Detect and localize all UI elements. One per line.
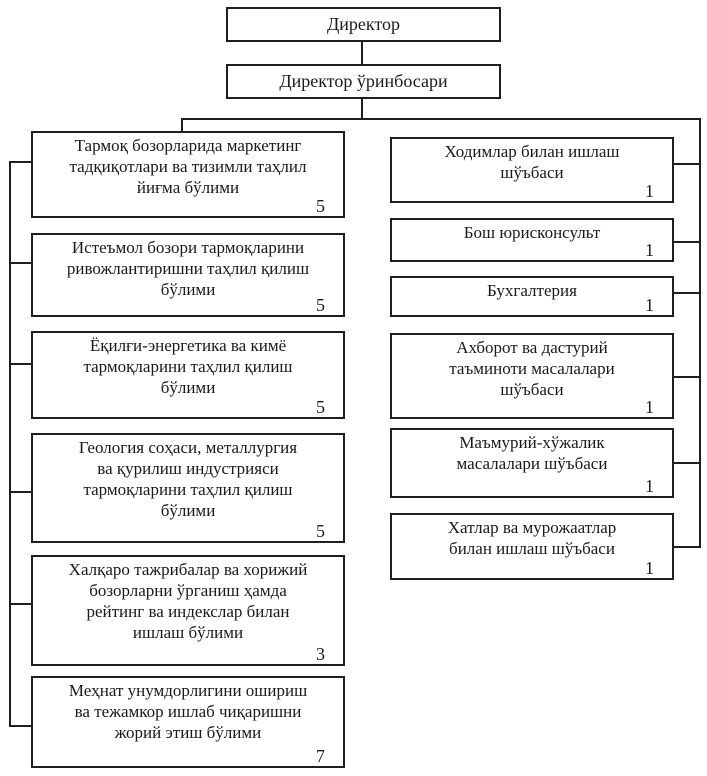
connector-deputy-branch [361, 99, 363, 119]
staff-count: 5 [316, 295, 325, 315]
node-deputy-director-label: Директор ўринбосари [279, 71, 448, 91]
staff-count: 1 [645, 240, 654, 260]
staff-count: 5 [316, 196, 325, 216]
node-label: Бош юрисконсульт [463, 223, 601, 242]
node-fuel-energy-dept: Ёқилғи-энергетика ва кимё тармоқларини т… [31, 331, 345, 419]
node-director: Директор [226, 7, 501, 42]
node-geology-metallurgy-dept: Геология соҳаси, металлургия ва қурилиш … [31, 433, 345, 543]
staff-count: 3 [316, 644, 325, 664]
staff-count: 1 [645, 558, 654, 578]
connector-stub [9, 491, 33, 493]
node-hr-unit: Ходимлар билан ишлаш шўъбаси 1 [390, 137, 674, 203]
connector-stub [673, 241, 701, 243]
connector-branch-horizontal [181, 118, 701, 120]
node-label: Тармоқ бозорларида маркетинг тадқиқотлар… [69, 136, 307, 197]
staff-count: 1 [645, 295, 654, 315]
node-label: Истеъмол бозори тармоқларини ривожлантир… [66, 238, 310, 299]
node-label: Ходимлар билан ишлаш шўъбаси [444, 142, 620, 182]
connector-stub [673, 376, 701, 378]
node-international-experience-dept: Халқаро тажрибалар ва хорижий бозорларни… [31, 555, 345, 666]
node-label: Маъмурий-хўжалик масалалари шўъбаси [456, 433, 608, 473]
node-chief-legal-counsel: Бош юрисконсульт 1 [390, 218, 674, 262]
connector-left-spine [9, 161, 11, 727]
node-label: Халқаро тажрибалар ва хорижий бозорларни… [68, 560, 308, 642]
connector-stub [9, 363, 33, 365]
node-labor-productivity-dept: Меҳнат унумдорлигини ошириш ва тежамкор … [31, 676, 345, 768]
node-correspondence-unit: Хатлар ва мурожаатлар билан ишлаш шўъбас… [390, 513, 674, 580]
node-it-software-unit: Ахборот ва дастурий таъминоти масалалари… [390, 333, 674, 419]
connector-stub [673, 292, 701, 294]
connector-stub [9, 603, 33, 605]
connector-stub [673, 163, 701, 165]
node-marketing-research-dept: Тармоқ бозорларида маркетинг тадқиқотлар… [31, 131, 345, 218]
staff-count: 5 [316, 521, 325, 541]
connector-stub [673, 546, 701, 548]
connector-stub [673, 462, 701, 464]
node-label: Геология соҳаси, металлургия ва қурилиш … [78, 438, 298, 520]
node-deputy-director: Директор ўринбосари [226, 64, 501, 99]
node-label: Меҳнат унумдорлигини ошириш ва тежамкор … [68, 681, 308, 742]
node-consumer-market-dept: Истеъмол бозори тармоқларини ривожлантир… [31, 233, 345, 317]
connector-stub [9, 161, 33, 163]
node-accounting: Бухгалтерия 1 [390, 276, 674, 317]
node-administrative-unit: Маъмурий-хўжалик масалалари шўъбаси 1 [390, 428, 674, 498]
connector-branch-to-left-column [181, 118, 183, 132]
staff-count: 1 [645, 181, 654, 201]
node-label: Хатлар ва мурожаатлар билан ишлаш шўъбас… [447, 518, 617, 558]
node-label: Ахборот ва дастурий таъминоти масалалари… [449, 338, 615, 399]
connector-stub [9, 262, 33, 264]
connector-right-spine [699, 118, 701, 548]
connector-director-deputy [361, 42, 363, 64]
staff-count: 5 [316, 397, 325, 417]
staff-count: 1 [645, 397, 654, 417]
node-label: Ёқилғи-энергетика ва кимё тармоқларини т… [83, 336, 293, 397]
staff-count: 7 [316, 746, 325, 766]
connector-stub [9, 725, 33, 727]
node-label: Бухгалтерия [487, 281, 577, 300]
node-director-label: Директор [326, 14, 401, 34]
staff-count: 1 [645, 476, 654, 496]
